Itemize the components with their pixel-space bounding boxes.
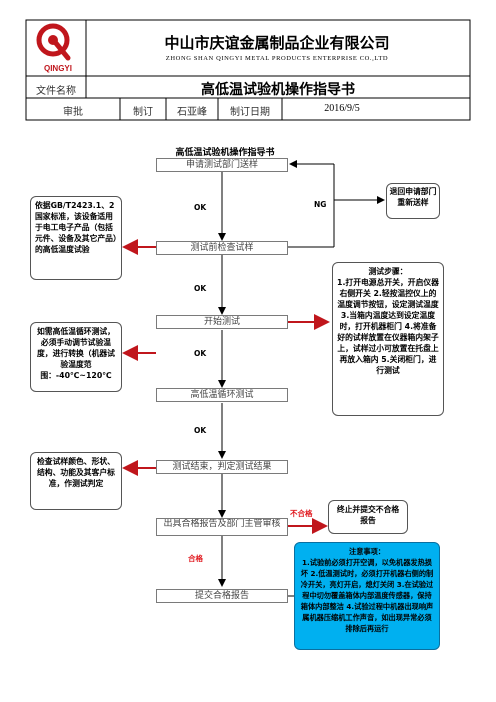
flow-step-4: 高低温循环测试 — [156, 388, 288, 402]
date-label: 制订日期 — [230, 107, 270, 118]
approve-label: 审批 — [63, 107, 83, 118]
pass-label: 合格 — [188, 554, 203, 563]
return-sample-note: 退回申请部门重新送样 — [386, 183, 440, 219]
flow-step-7: 提交合格报告 — [156, 589, 288, 603]
test-steps-note: 测试步骤： 1.打开电源总开关，开启仪器右侧开关 2.轻按温控仪上的温度调节按钮… — [332, 262, 444, 416]
flow-step-3: 开始测试 — [156, 315, 288, 329]
company-name-en: ZHONG SHAN QINGYI METAL PRODUCTS ENTERPR… — [165, 55, 389, 62]
cycle-test-note: 如需高低温循环测试，必须手动调节试验温度，进行转换（机器试验温度范围：-40℃~… — [30, 322, 122, 392]
document-title: 高低温试验机操作指导书 — [201, 82, 355, 98]
test-steps-title: 测试步骤： — [368, 267, 408, 276]
flow-step-5: 测试结束，判定测试结果 — [156, 460, 288, 474]
flow-step-2: 测试前检查试样 — [156, 241, 288, 255]
date-value: 2016/9/5 — [324, 103, 360, 114]
fail-label: 不合格 — [290, 509, 313, 518]
stop-report-note: 终止并提交不合格报告 — [328, 500, 408, 534]
company-name: 中山市庆谊金属制品企业有限公司 — [164, 34, 390, 52]
ng-label: NG — [314, 200, 327, 209]
ok-label-4: OK — [194, 426, 207, 435]
judge-criteria-note: 检查试样颜色、形状、结构、功能及其客户标准，作测试判定 — [30, 452, 122, 510]
notice-box: 注意事项： 1.试验前必须打开空调，以免机器发热损坏 2.低温测试时，必须打开机… — [294, 542, 440, 650]
notice-body: 1.试验前必须打开空调，以免机器发热损坏 2.低温测试时，必须打开机器右侧的制冷… — [300, 558, 434, 633]
flow-step-1: 申请测试部门送样 — [156, 158, 288, 172]
notice-title: 注意事项： — [349, 547, 385, 556]
file-name-label: 文件名称 — [36, 86, 76, 97]
flow-step-6: 出具合格报告及部门主管审核 — [156, 518, 288, 536]
ok-label-1: OK — [194, 203, 207, 212]
ok-label-3: OK — [194, 349, 207, 358]
logo-wordmark: QINGYI — [43, 64, 72, 73]
author-name: 石亚峰 — [177, 107, 207, 118]
test-steps-body: 1.打开电源总开关，开启仪器右侧开关 2.轻按温控仪上的温度调节按钮，设定测试温… — [337, 278, 439, 375]
ok-label-2: OK — [194, 284, 207, 293]
standard-basis-note: 依据GB/T2423.1、2国家标准，该设备适用于电工电子产品（包括元件、设备及… — [30, 196, 122, 280]
company-logo-icon — [36, 23, 71, 61]
author-label: 制订 — [133, 107, 153, 118]
flow-title: 高低温试验机操作指导书 — [175, 148, 275, 158]
